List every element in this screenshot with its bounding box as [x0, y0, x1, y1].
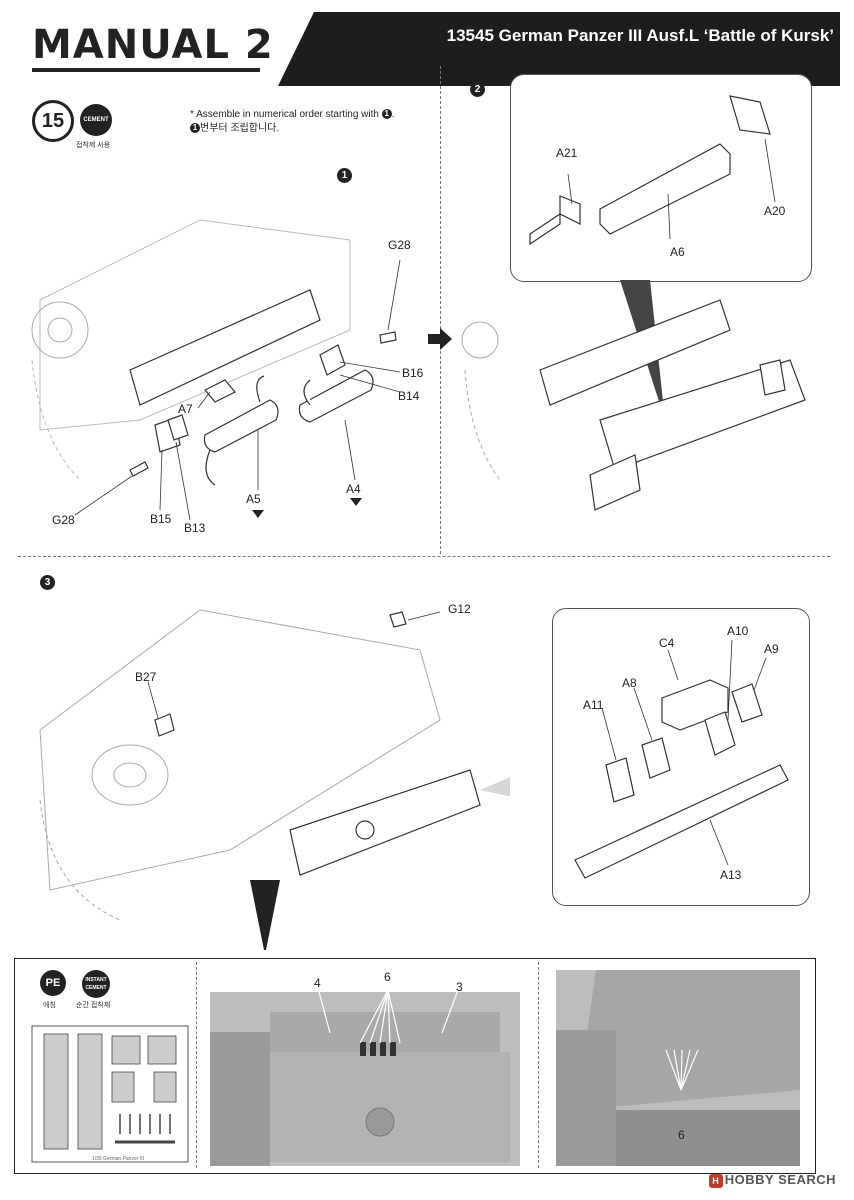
part-label: B13 [184, 521, 206, 535]
page-title: MANUAL 2 [32, 22, 274, 68]
part-label: G12 [448, 602, 471, 616]
part-label: A11 [583, 698, 604, 712]
header-title-panel [14, 12, 314, 86]
part-label: A13 [720, 868, 742, 882]
step-number-badge: 15 [32, 100, 74, 142]
part-label: A21 [556, 146, 578, 160]
assembly-note-ko: 번부터 조립합니다. [200, 123, 280, 134]
part-label: C4 [659, 636, 675, 650]
hobby-search-logo-icon: H [708, 1173, 723, 1188]
divider-vertical-pe-left [196, 962, 197, 1168]
part-label: A9 [764, 642, 779, 656]
assembly-note-en: * Assemble in numerical order starting w… [190, 109, 379, 120]
part-label: A5 [246, 492, 261, 506]
divider-vertical-pe [538, 962, 539, 1168]
photo-label: 4 [314, 976, 321, 990]
step1-assembly-drawing [31, 219, 401, 521]
cement-label-ko: 접착제 사용 [76, 142, 111, 149]
part-label: B16 [402, 366, 424, 380]
substep-3-badge: 3 [40, 575, 55, 590]
title-underline [32, 68, 260, 72]
pe-fret-caption: 1/35 German Panzer III [92, 1156, 144, 1162]
instant-cement-icon: INSTANT CEMENT [82, 970, 110, 998]
step3-assembly-drawing [39, 609, 510, 950]
part-label: B15 [150, 512, 172, 526]
step2-assembly-drawing [461, 280, 806, 511]
pe-fret-drawing [31, 1025, 189, 1163]
pe-icon: PE [40, 970, 66, 996]
photo-label: 3 [456, 980, 463, 994]
rotate-marker-icon [252, 510, 264, 518]
part-label: A10 [727, 624, 749, 638]
photo-label: 6 [678, 1128, 685, 1142]
next-arrow-icon [428, 328, 452, 350]
part-label: A8 [622, 676, 637, 690]
assembly-note: * Assemble in numerical order starting w… [190, 109, 395, 134]
divider-vertical-top [440, 66, 441, 554]
order-dot-icon: 1 [190, 123, 200, 134]
part-label: A20 [764, 204, 786, 218]
watermark-text: HOBBY SEARCH [724, 1172, 836, 1187]
order-dot-icon: 1 [381, 109, 392, 120]
reference-photo-2 [556, 970, 800, 1166]
rotate-marker-icon [350, 498, 362, 506]
part-label: A6 [670, 245, 685, 259]
part-label: B27 [135, 670, 157, 684]
photo-label: 6 [384, 970, 391, 984]
part-label: B14 [398, 389, 420, 403]
cement-icon: CEMENT [80, 104, 112, 136]
photo1-callout-lines [317, 987, 459, 1044]
substep-2-badge: 2 [470, 82, 485, 97]
step2-callout-drawing [529, 95, 776, 246]
instant-cement-label-ko: 순간 접착제 [76, 1002, 111, 1009]
part-label: A7 [178, 402, 193, 416]
reference-photo-1 [210, 992, 520, 1166]
divider-horizontal [18, 556, 830, 557]
product-title: 13545 German Panzer III Ausf.L ‘Battle o… [446, 26, 834, 45]
step3-callout-drawing [574, 639, 789, 879]
part-label: G28 [52, 513, 75, 527]
substep-1-badge: 1 [337, 168, 352, 183]
part-label: G28 [388, 238, 411, 252]
pe-label-ko: 에칭 [43, 1002, 56, 1009]
photo-etch-section [14, 958, 816, 1174]
part-label: A4 [346, 482, 361, 496]
